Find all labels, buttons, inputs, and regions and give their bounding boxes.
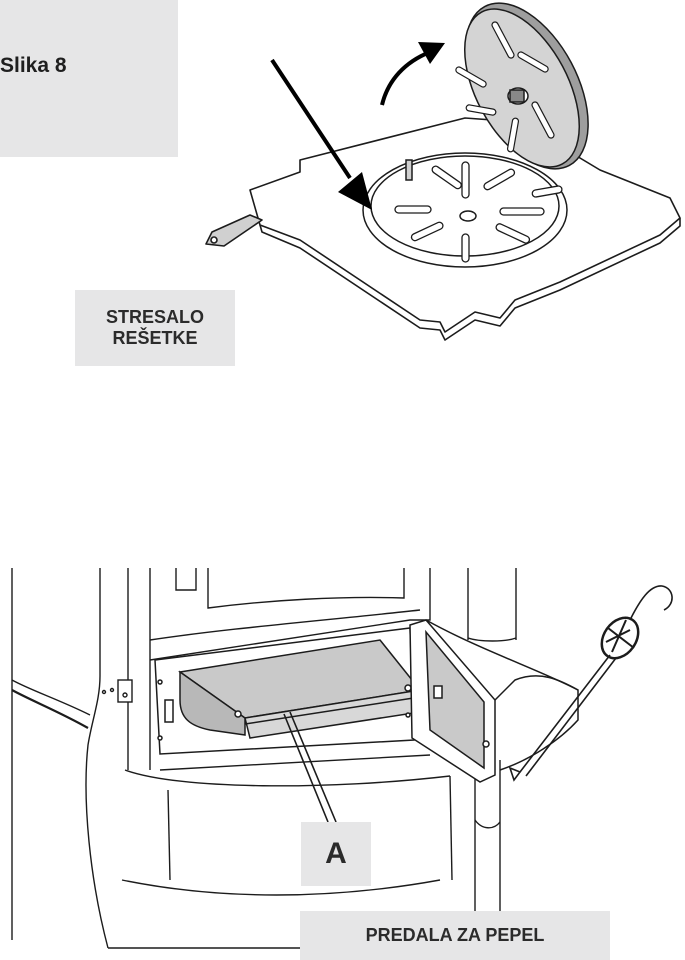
ash-tool xyxy=(508,585,673,782)
grate-label-line1: STRESALO xyxy=(105,307,204,327)
grate-label-line2: REŠETKE xyxy=(112,328,198,348)
ash-drawer xyxy=(154,627,422,755)
part-a-callout: A xyxy=(301,822,371,886)
grate-hole xyxy=(362,152,568,268)
part-a-leader-2 xyxy=(283,713,329,823)
figure-title: Slika 8 xyxy=(0,54,67,77)
ash-door xyxy=(409,619,579,783)
stove-body xyxy=(11,568,517,949)
lift-arrow xyxy=(380,50,431,106)
grate-shaker-label: STRESALO REŠETKE xyxy=(75,290,235,366)
pointer-arrow xyxy=(270,58,352,180)
figure-title-box: Slika 8 xyxy=(0,0,178,157)
ash-drawer-label-text: PREDALA ZA PEPEL xyxy=(365,925,545,945)
part-a-letter: A xyxy=(325,837,347,870)
lift-arrow-head xyxy=(418,42,445,64)
ash-drawer-label: PREDALA ZA PEPEL xyxy=(300,911,610,960)
part-a-leader xyxy=(289,711,337,823)
grate-disc xyxy=(455,2,589,170)
pointer-arrow-head xyxy=(338,172,372,210)
